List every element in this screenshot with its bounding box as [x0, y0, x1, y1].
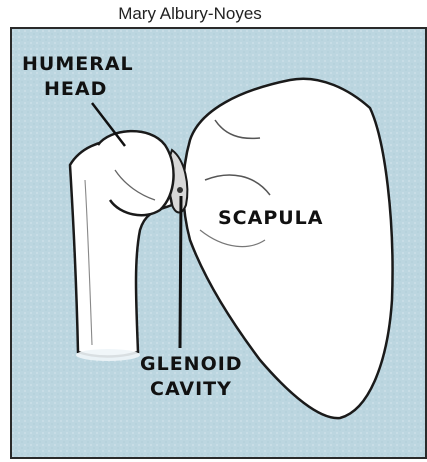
glenoid-shadow	[177, 187, 183, 193]
humerus-shaft-end	[76, 349, 140, 361]
label-humeral: HUMERAL	[22, 53, 134, 75]
label-cavity: CAVITY	[150, 378, 232, 400]
label-glenoid: GLENOID	[140, 353, 243, 375]
glenoid-leader-line	[180, 196, 181, 348]
label-head: HEAD	[44, 78, 107, 100]
label-scapula: SCAPULA	[218, 207, 324, 229]
